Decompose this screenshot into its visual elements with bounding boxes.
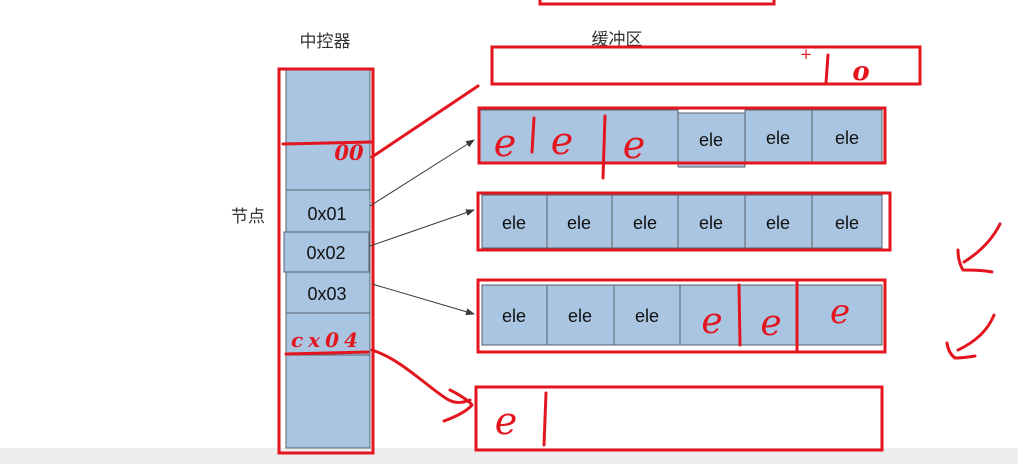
buffer-row-3: ele ele ele e e e [476,278,887,354]
controller-cell-1 [285,189,371,233]
red-curve-to-new-row [370,348,472,404]
controller-cell-1-text: 0x01 [307,204,346,224]
controller-cell-3 [285,271,371,314]
arrow-0x03 [371,283,475,316]
row-1-cell-6-text: ele [835,128,859,148]
controller-column: 0x01 0x02 0x03 [277,67,375,455]
row-1-red-divider-2 [601,114,607,180]
buffer-top-plus: + [800,45,813,63]
row-1-red-outline [477,106,887,165]
node-label: 节点 [231,207,265,227]
buffer-row-4: e [474,385,884,452]
controller-red-divider [281,140,374,146]
row-3-red-outline [476,278,887,354]
row-3-red-divider-1 [737,283,742,347]
row-2-cell-2-text: ele [567,213,591,233]
row-4-red-divider [542,391,548,447]
row-3-handwritten-2: e [760,303,781,344]
controller-annotation-below: cx04 [291,328,363,352]
row-2-cell-2 [546,194,613,249]
row-3-cell-2 [546,284,615,346]
controller-annotation-underline [284,350,370,356]
row-1-cell-5 [744,109,813,163]
row-3-cell-3 [613,284,681,346]
row-1-handwritten-1: e [494,121,517,165]
controller-red-outline [277,67,375,455]
row-3-handwritten-area [679,284,883,346]
row-1-cell-4 [677,112,746,168]
buffer-top-divider [824,53,830,85]
controller-label: 中控器 [300,32,351,52]
controller-cell-3-text: 0x03 [307,284,346,304]
row-3-cell-1 [481,284,548,346]
controller-cell-2 [283,231,370,273]
row-2-cell-1-text: ele [502,213,526,233]
row-2-red-outline [476,191,892,252]
row-2-cell-4-text: ele [699,213,723,233]
controller-cell-4 [285,312,371,356]
red-curve-arrowhead [442,388,474,423]
buffer-row-1: ele ele ele e e e [477,106,887,180]
row-3-handwritten-3: e [830,292,850,332]
row-4-handwritten-1: e [495,399,518,443]
arrow-0x01 [369,139,475,207]
row-2-cell-5 [744,194,813,249]
row-1-cell-6 [811,109,883,163]
row-3-cell-1-text: ele [502,306,526,326]
row-1-cell-5-text: ele [766,128,790,148]
row-1-cell-4-text: ele [699,130,723,150]
red-check-mark-2 [945,313,996,360]
row-1-handwritten-2: e [551,119,574,163]
row-2-cell-3-text: ele [633,213,657,233]
row-2-cell-6 [811,194,883,249]
controller-cell-2-text: 0x02 [306,243,345,263]
row-2-cell-3 [611,194,679,249]
buffer-top-red-box [490,45,922,86]
row-2-cell-6-text: ele [835,213,859,233]
row-2-cell-4 [677,194,746,249]
row-1-red-divider-1 [530,116,536,154]
buffer-label: 缓冲区 [592,30,643,50]
row-4-red-outline [474,385,884,452]
buffer-top-value: o [852,57,869,87]
buffer-row-2: ele ele ele ele ele ele [476,191,892,252]
row-2-cell-1 [481,194,548,249]
bottom-band [0,448,1018,464]
top-red-box [538,0,776,6]
row-3-handwritten-1: e [701,301,722,342]
row-3-cell-3-text: ele [635,306,659,326]
row-3-cell-2-text: ele [568,306,592,326]
controller-annotation-above: 00 [334,140,364,165]
row-2-cell-5-text: ele [766,213,790,233]
row-1-handwritten-3: e [623,123,646,167]
arrow-0x02 [369,209,475,247]
red-check-mark-1 [956,222,1002,274]
controller-cell-annotated [285,142,371,191]
controller-to-topbox-line [370,84,480,159]
